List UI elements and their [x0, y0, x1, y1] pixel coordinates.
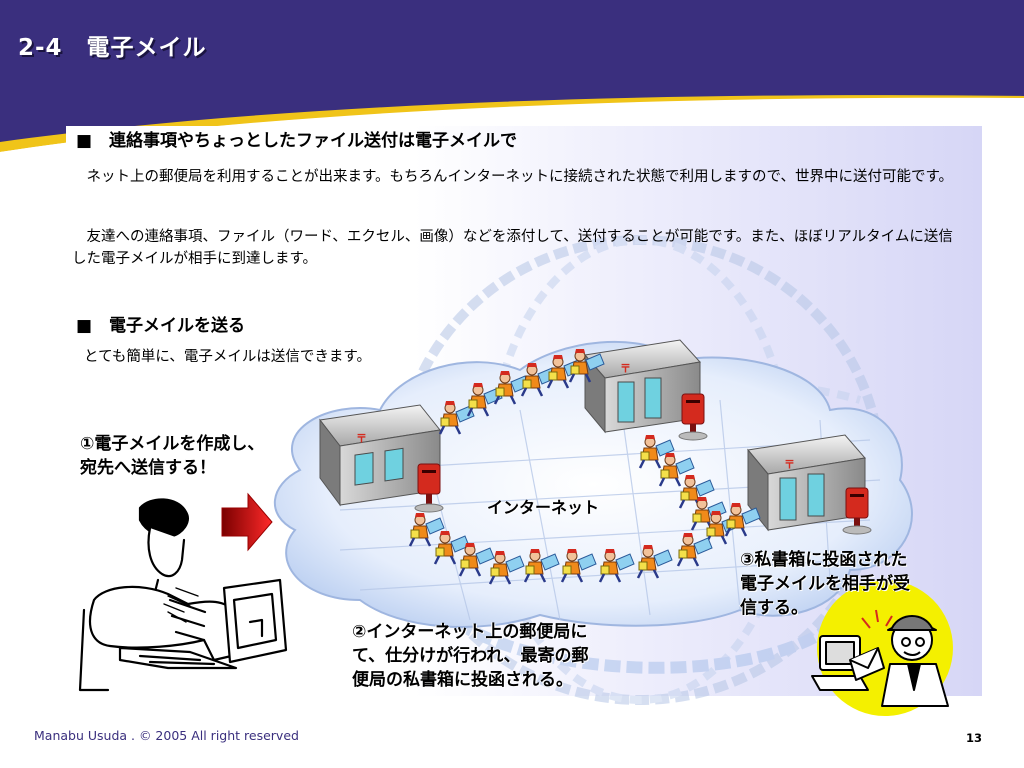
mail-carrier-icon — [724, 503, 761, 537]
mailbox-icon — [842, 487, 872, 535]
mail-carrier-icon — [488, 551, 525, 585]
footer-credit: Manabu Usuda . © 2005 All right reserved — [34, 728, 299, 743]
mail-carrier-icon — [658, 453, 695, 487]
mail-carrier-icon — [636, 545, 673, 579]
step3-line-1: ③私書箱に投函された — [740, 550, 908, 570]
page-number: 13 — [966, 731, 983, 745]
mail-carrier-icon — [408, 513, 445, 547]
step2-line-1: ②インターネット上の郵便局に — [352, 622, 588, 642]
step3-caption: ③私書箱に投函された 電子メイルを相手が受 信する。 — [740, 548, 910, 620]
mail-carrier-icon — [458, 543, 495, 577]
mail-carrier-icon — [466, 383, 503, 417]
postal-mark-icon: 〒 — [784, 458, 795, 471]
section2-heading: ■ 電子メイルを送る — [76, 316, 246, 336]
mail-carrier-icon — [568, 349, 605, 383]
arrow-right-icon — [221, 492, 273, 552]
internet-label: インターネット — [487, 498, 600, 517]
step1-caption: ①電子メイルを作成し、 宛先へ送信する！ — [80, 432, 264, 480]
mailbox-icon — [678, 393, 708, 441]
step2-line-3: 便局の私書箱に投函される。 — [352, 670, 573, 690]
mail-carrier-icon — [560, 549, 597, 583]
slide-title: 2-4 電子メイル — [18, 35, 207, 61]
mail-carrier-icon — [676, 533, 713, 567]
postal-mark-icon: 〒 — [620, 362, 631, 375]
section2-paragraph: とても簡単に、電子メイルは送信できます。 — [84, 349, 371, 365]
postal-mark-icon: 〒 — [356, 432, 367, 445]
step2-caption: ②インターネット上の郵便局に て、仕分けが行われ、最寄の郵 便局の私書箱に投函さ… — [352, 620, 588, 692]
post-office-icon: 〒 — [319, 404, 441, 507]
section1-heading: ■ 連絡事項やちょっとしたファイル送付は電子メイルで — [76, 131, 518, 151]
mail-carrier-icon — [433, 531, 470, 565]
post-office-icon: 〒 — [584, 339, 701, 434]
step1-line-1: ①電子メイルを作成し、 — [80, 434, 265, 454]
step3-line-2: 電子メイルを相手が受 — [740, 574, 910, 594]
mail-carrier-icon — [598, 549, 635, 583]
internet-cloud — [274, 340, 913, 628]
receiver-at-computer-icon — [811, 580, 953, 716]
step1-line-2: 宛先へ送信する！ — [80, 458, 216, 478]
header-band — [0, 0, 1024, 78]
mailbox-icon — [414, 463, 444, 513]
mail-carrier-icon — [638, 435, 675, 469]
mail-carrier-icon — [678, 475, 715, 509]
mail-carrier-icon — [438, 401, 475, 435]
section1-paragraph-2: 友達への連絡事項、ファイル（ワード、エクセル、画像）などを添付して、送付すること… — [72, 229, 953, 267]
mail-carrier-group — [408, 349, 761, 585]
step2-line-2: て、仕分けが行われ、最寄の郵 — [352, 646, 589, 666]
step3-line-3: 信する。 — [740, 598, 808, 618]
mail-carrier-icon — [523, 549, 560, 583]
section1-paragraph-1: ネット上の郵便局を利用することが出来ます。もちろんインターネットに接続された状態… — [72, 169, 954, 185]
person-at-computer-icon — [78, 498, 288, 692]
